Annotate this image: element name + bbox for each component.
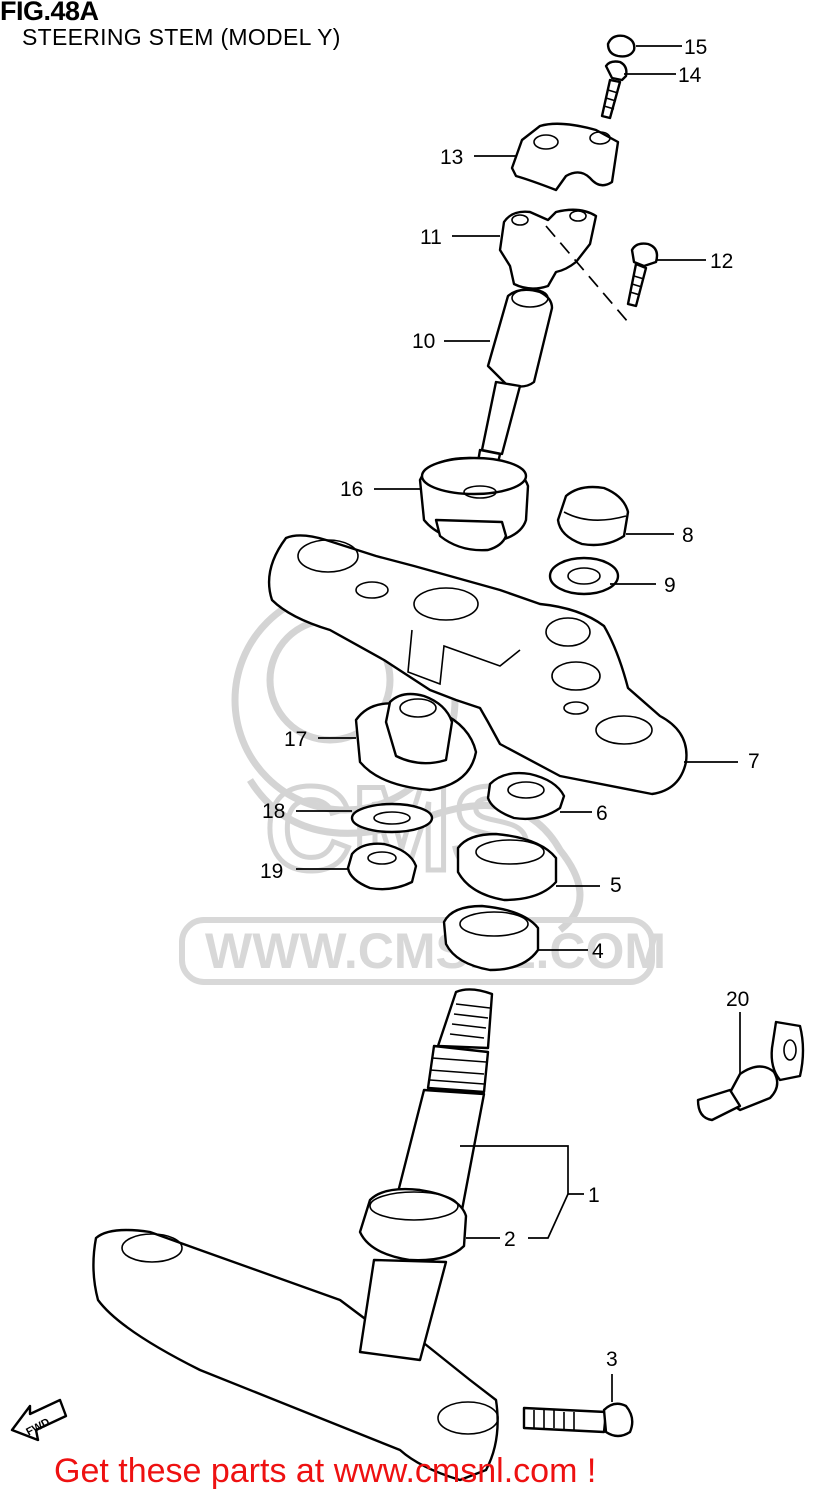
part-11-lower-holder	[498, 208, 598, 290]
callout-16[interactable]: 16	[340, 478, 363, 501]
leader-lines	[296, 45, 741, 1402]
part-16-damper	[418, 456, 530, 552]
callout-14[interactable]: 14	[678, 64, 702, 87]
callout-15[interactable]: 15	[684, 36, 707, 59]
callout-8[interactable]: 8	[682, 524, 694, 547]
part-17-bearing	[354, 692, 478, 792]
callout-18[interactable]: 18	[262, 800, 285, 823]
part-15-cap	[606, 34, 636, 58]
callout-7[interactable]: 7	[748, 750, 760, 773]
part-14-bolt	[600, 60, 628, 120]
callout-numbers: 15 14 13 11 12 10 16 8 9 7 17 6 18 19 5 …	[260, 36, 760, 1371]
callout-11[interactable]: 11	[420, 226, 442, 249]
callout-13[interactable]: 13	[440, 146, 463, 169]
part-18-washer	[350, 802, 434, 834]
callout-5[interactable]: 5	[610, 874, 622, 897]
figure-subtitle: STEERING STEM (MODEL Y)	[22, 24, 341, 50]
part-8-cap-nut	[556, 485, 630, 547]
callout-10[interactable]: 10	[412, 330, 435, 353]
callout-12[interactable]: 12	[710, 250, 733, 273]
part-2-dust-seal	[358, 1187, 468, 1262]
watermark-text: WWW.CMSNL.COM	[205, 923, 666, 979]
callout-4[interactable]: 4	[592, 940, 604, 963]
forward-arrow-icon: FWD	[10, 1398, 68, 1442]
callout-2[interactable]: 2	[504, 1228, 516, 1251]
callout-9[interactable]: 9	[664, 574, 676, 597]
footer-cta-link[interactable]: Get these parts at www.cmsnl.com !	[54, 1452, 597, 1490]
callout-1[interactable]: 1	[588, 1184, 600, 1207]
part-12-bolt	[626, 242, 659, 308]
callout-20[interactable]: 20	[726, 988, 749, 1011]
callout-6[interactable]: 6	[596, 802, 608, 825]
part-5-bearing-race	[456, 832, 558, 902]
part-13-upper-clamp	[510, 122, 620, 192]
part-6-locknut	[486, 771, 566, 821]
callout-3[interactable]: 3	[606, 1348, 618, 1371]
part-7-upper-bracket	[267, 534, 688, 796]
part-19-nut	[346, 842, 418, 891]
part-9-washer	[548, 556, 620, 596]
callout-17[interactable]: 17	[284, 728, 307, 751]
callout-19[interactable]: 19	[260, 860, 283, 883]
part-3-bolt	[522, 1402, 634, 1438]
part-1-steering-stem	[92, 988, 499, 1482]
part-20-steering-lock	[696, 1020, 805, 1122]
figure-title: FIG.48A	[0, 0, 99, 26]
